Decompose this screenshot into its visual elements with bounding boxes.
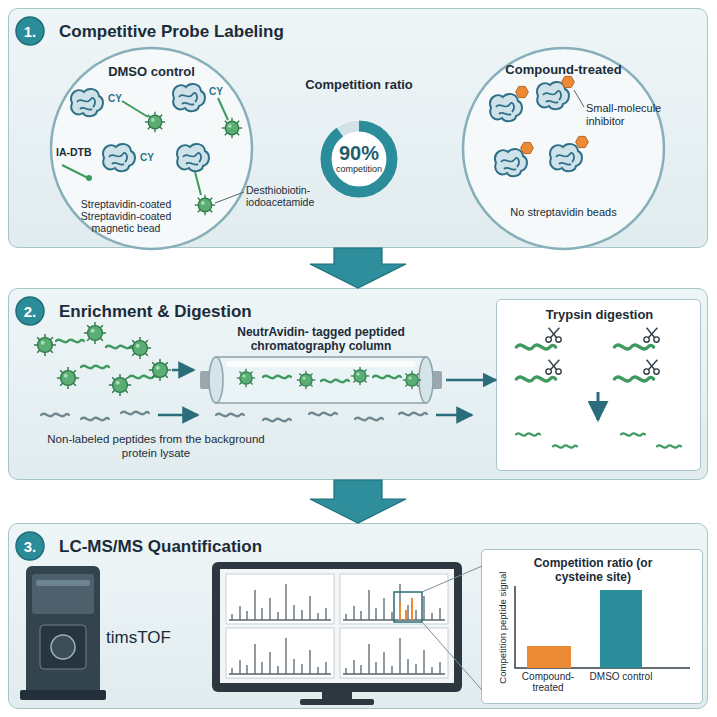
step-number: 1. [15,23,45,41]
chromatography-column: NeutrAvidin- tagged peptided chromatogra… [196,325,446,411]
probe-label: IA-DTB [56,146,92,159]
residue-label: CY [108,93,122,105]
axis-label: Competition peptide signal [497,568,508,688]
gauge-title: Competition ratio [294,77,424,93]
badge-circle [16,532,44,560]
column-title: NeutrAvidin- tagged peptided chromatogra… [221,325,421,353]
step-badge: 3. [15,531,45,561]
flow-arrow [310,248,406,288]
column-cap [209,357,223,403]
badge-circle [16,297,44,325]
residue-label: CY [209,86,223,98]
step-badge: 2. [15,296,45,326]
condition-circle: Compound-treatedSmall-molecule inhibitor… [461,46,666,251]
column-shine [226,361,416,367]
circle-outline [463,48,664,249]
ratio-gauge: Competition ratio 90%competition [294,77,424,202]
circle-note: No streptavidin beads [461,206,666,219]
bar-label: DMSO control [586,671,656,682]
box-title: Trypsin digestion [497,307,702,323]
residue-label: CY [140,152,154,164]
donut-outline [294,77,424,202]
circle-title: Compound-treated [461,62,666,78]
process-box: Trypsin digestion [496,299,701,471]
step-panel: Enrichment & Digestion 2. NeutrAvidin- tag… [8,288,708,480]
callout-text: Small-molecule inhibitor [586,102,670,128]
column-body [216,357,426,403]
step-badge: 1. [15,16,45,46]
flow-arrow [446,379,496,382]
chart-title: Competition ratio (or cysteine site) [528,556,658,584]
step-number: 2. [15,303,45,321]
panel-title: Competitive Probe Labeling [59,22,284,42]
badge-circle [16,17,44,45]
gauge-value: 90% [294,141,424,165]
gauge-caption: competition [294,164,424,175]
instrument-label: timsTOF [106,628,171,648]
step-number: 3. [15,538,45,556]
bead-label: Streptavidin-coated Streptavidin-coated … [66,198,186,234]
panel-title: Enrichment & Digestion [59,302,252,322]
flow-arrow [310,480,406,523]
panel-title: LC-MS/MS Quantification [59,537,262,557]
circle-title: DMSO control [49,64,254,80]
column-cap [419,357,433,403]
bar-label: Compound-treated [512,671,584,693]
note-text: Non-labeled peptides from the background… [36,432,276,460]
probe-label: Desthiobiotin-iodoacetamide [246,184,338,208]
